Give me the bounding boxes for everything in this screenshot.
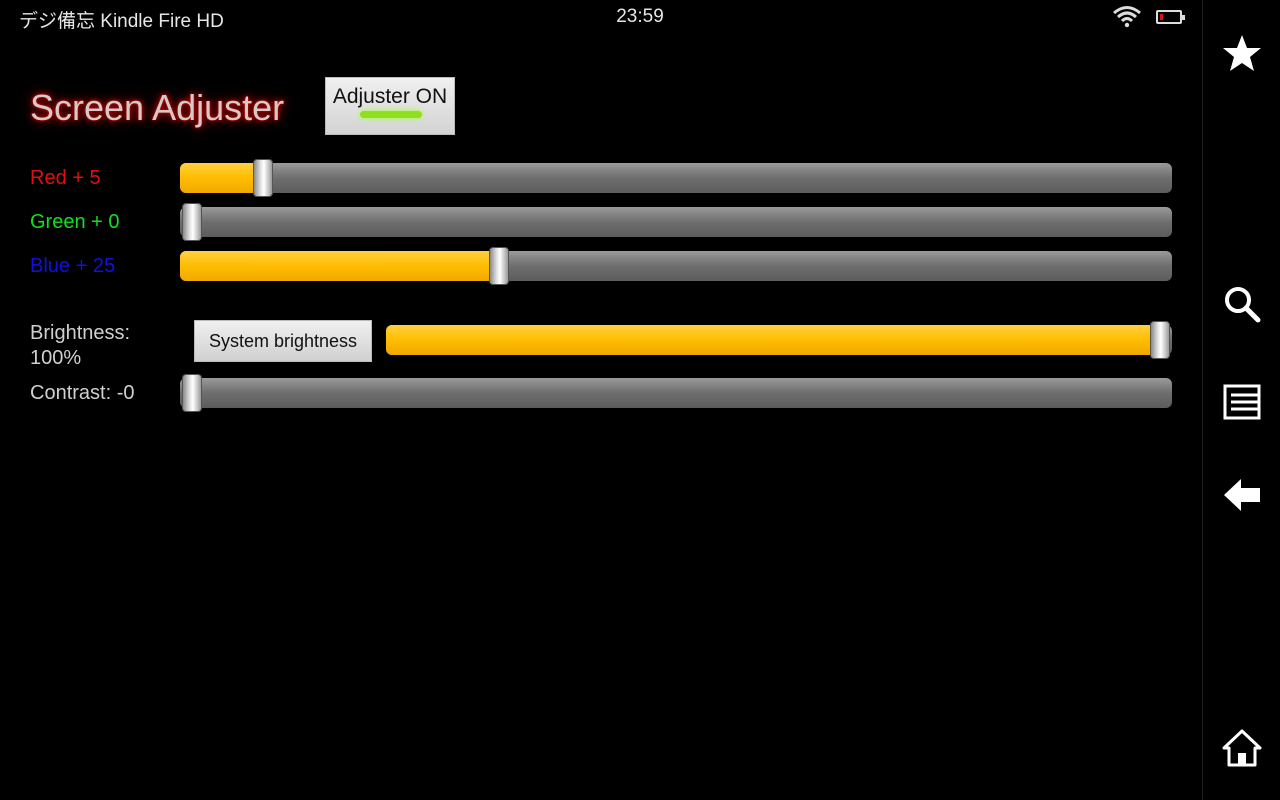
home-button[interactable] xyxy=(1221,727,1263,769)
app-title: Screen Adjuster xyxy=(30,87,285,128)
menu-button[interactable] xyxy=(1221,381,1263,423)
contrast-slider-thumb[interactable] xyxy=(182,374,202,412)
navigation-bar xyxy=(1202,0,1280,800)
green-slider-thumb[interactable] xyxy=(182,203,202,241)
contrast-slider-track xyxy=(180,378,1172,408)
green-slider[interactable] xyxy=(180,203,1172,241)
brightness-label: Brightness: 100% xyxy=(30,321,130,371)
red-label: Red + 5 xyxy=(30,167,101,189)
adjuster-toggle-label: Adjuster ON xyxy=(332,85,448,108)
blue-slider-thumb[interactable] xyxy=(488,247,509,285)
brightness-slider-fill xyxy=(386,325,1160,355)
menu-icon xyxy=(1223,384,1261,420)
brightness-slider[interactable] xyxy=(386,321,1172,359)
red-slider-thumb[interactable] xyxy=(252,159,273,197)
red-slider[interactable] xyxy=(180,159,1172,197)
search-button[interactable] xyxy=(1221,283,1263,325)
contrast-slider[interactable] xyxy=(180,374,1172,412)
back-button[interactable] xyxy=(1221,474,1263,516)
contrast-label: Contrast: -0 xyxy=(30,382,135,404)
blue-label: Blue + 25 xyxy=(30,255,116,277)
brightness-label-text: Brightness: xyxy=(30,322,131,344)
home-icon xyxy=(1222,729,1262,767)
brightness-slider-thumb[interactable] xyxy=(1150,321,1170,359)
adjuster-toggle-button[interactable]: Adjuster ON xyxy=(325,77,455,135)
status-bar-title: デジ備忘 Kindle Fire HD xyxy=(19,11,224,32)
red-slider-track xyxy=(180,163,1172,193)
favorites-button[interactable] xyxy=(1221,32,1263,74)
star-icon xyxy=(1223,35,1261,71)
green-label: Green + 0 xyxy=(30,211,120,233)
blue-slider[interactable] xyxy=(180,247,1172,285)
battery-icon xyxy=(1156,10,1185,24)
red-slider-fill xyxy=(180,163,263,193)
wifi-icon xyxy=(1113,6,1141,28)
status-clock: 23:59 xyxy=(616,6,664,27)
brightness-value: 100% xyxy=(30,347,82,369)
system-brightness-button[interactable]: System brightness xyxy=(194,320,372,362)
search-icon xyxy=(1225,287,1261,323)
toggle-indicator-light xyxy=(360,111,422,118)
green-slider-track xyxy=(180,207,1172,237)
blue-slider-fill xyxy=(180,251,499,281)
back-icon xyxy=(1224,479,1260,511)
